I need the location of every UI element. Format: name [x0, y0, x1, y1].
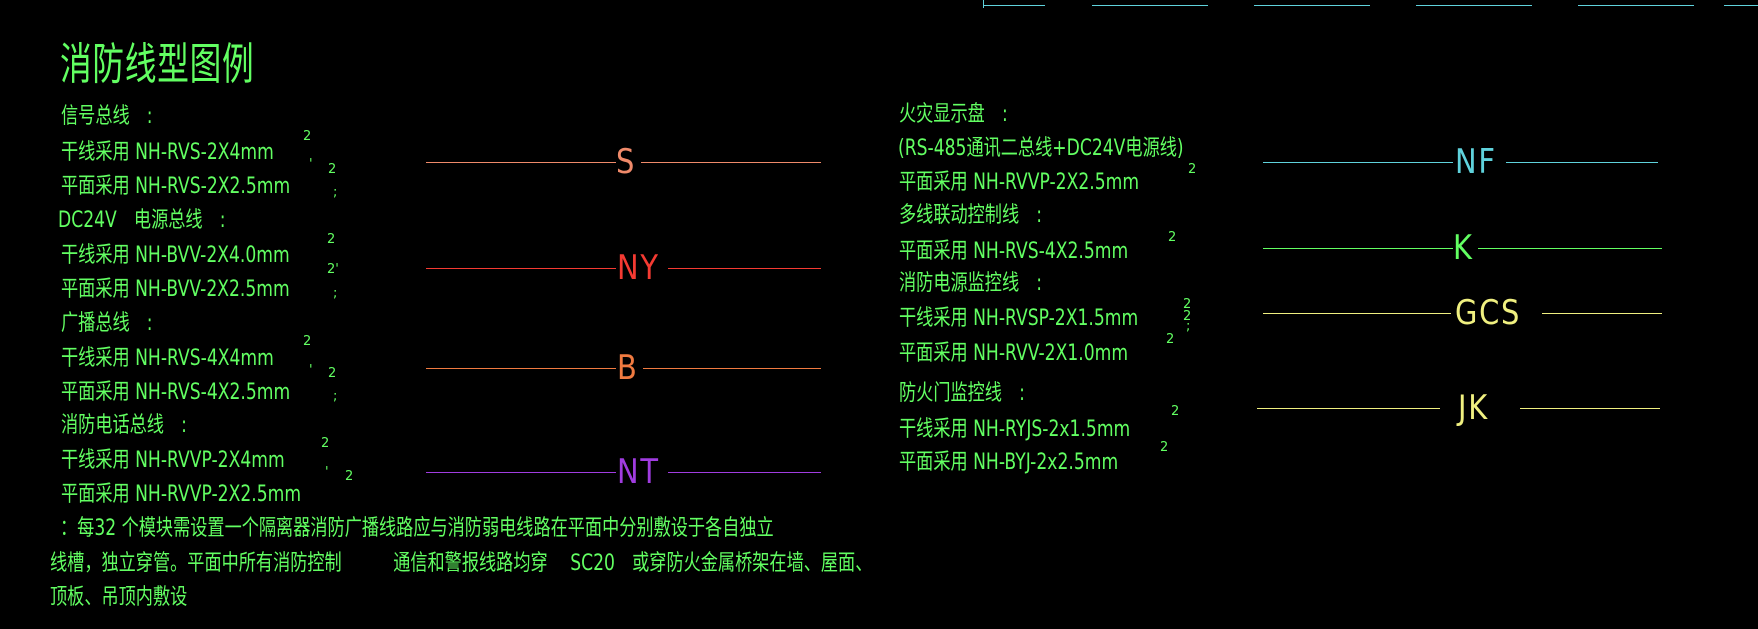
group-header: 消防电源监控线 : [899, 271, 1043, 296]
legend-line-b-right [643, 368, 821, 369]
group-header: 火灾显示盘 : [899, 102, 1008, 127]
legend-line-ny-left [426, 268, 616, 269]
group-line: 干线采用 NH-RVS-2X4mm [61, 140, 274, 165]
group-header: 多线联动控制线 : [899, 203, 1043, 228]
legend-line-nt-right [668, 472, 821, 473]
group-line: 干线采用 NH-RVSP-2X1.5mm [899, 306, 1139, 331]
group-header: 广播总线 : [61, 311, 153, 336]
legend-line-nf-right [1506, 162, 1658, 163]
semicolon: ; [1186, 319, 1191, 334]
group-header: DC24V 电源总线 : [58, 208, 226, 233]
superscript: 2 [327, 232, 336, 247]
legend-label-ny: NY [617, 248, 660, 288]
superscript: 2 [1183, 309, 1192, 324]
legend-line-nf-left [1263, 162, 1453, 163]
legend-label-jk: JK [1458, 388, 1489, 428]
superscript: 2 [1166, 332, 1175, 347]
superscript: 2 [328, 366, 337, 381]
superscript: 2 [1160, 440, 1169, 455]
group-line: 平面采用 NH-RVS-4X2.5mm [61, 380, 291, 405]
superscript: ' [309, 363, 313, 378]
superscript: 2 [345, 469, 354, 484]
group-line: 干线采用 NH-RVS-4X4mm [61, 346, 274, 371]
semicolon: ; [333, 286, 338, 301]
superscript: 2 [1171, 404, 1180, 419]
legend-line-s-right [641, 162, 821, 163]
legend-line-nt-left [426, 472, 616, 473]
legend-line-k-left [1263, 248, 1453, 249]
legend-line-k-right [1478, 248, 1662, 249]
superscript: 2 [321, 436, 330, 451]
legend-label-k: K [1453, 228, 1474, 268]
superscript: 2 [303, 334, 312, 349]
group-line: 干线采用 NH-RVVP-2X4mm [61, 448, 285, 473]
legend-line-s-left [426, 162, 616, 163]
top-mark-tick [983, 0, 984, 8]
group-line: 平面采用 NH-RVS-2X2.5mm [61, 174, 291, 199]
group-line: 干线采用 NH-BVV-2X4.0mm [61, 243, 290, 268]
top-mark-4 [1416, 5, 1532, 6]
group-line: 平面采用 NH-BYJ-2x2.5mm [899, 450, 1119, 475]
legend-label-b: B [617, 348, 639, 388]
legend-label-s: S [616, 142, 637, 182]
superscript: ' [309, 157, 313, 172]
group-header: 防火门监控线 : [899, 381, 1025, 406]
top-mark-2 [1092, 5, 1208, 6]
semicolon: ; [333, 185, 338, 200]
superscript: 2 [1188, 162, 1197, 177]
legend-line-b-left [426, 368, 616, 369]
superscript: 2 [328, 162, 337, 177]
superscript: 2' [327, 262, 339, 277]
group-line: 平面采用 NH-RVVP-2X2.5mm [899, 170, 1140, 195]
semicolon: ; [333, 389, 338, 404]
group-line: 平面采用 NH-RVV-2X1.0mm [899, 341, 1129, 366]
group-header: 信号总线 : [61, 104, 153, 129]
legend-label-nt: NT [617, 452, 660, 492]
legend-line-gcs-right [1542, 313, 1662, 314]
legend-line-jk-right [1520, 408, 1660, 409]
superscript: 2 [1183, 297, 1192, 312]
top-mark-5 [1578, 5, 1694, 6]
group-line: 平面采用 NH-BVV-2X2.5mm [61, 277, 290, 302]
group-line: 平面采用 NH-RVVP-2X2.5mm [61, 482, 302, 507]
legend-line-ny-right [668, 268, 821, 269]
group-line: (RS-485通讯二总线+DC24V电源线) [898, 136, 1184, 161]
page-title: 消防线型图例 [60, 39, 255, 90]
group-header: 消防电话总线 : [61, 413, 187, 438]
superscript: 2 [303, 129, 312, 144]
superscript: 2 [1168, 230, 1177, 245]
note-line: 线槽，独立穿管。平面中所有消防控制 通信和警报线路均穿 SC20 或穿防火金属桥… [50, 551, 873, 576]
legend-line-gcs-left [1263, 313, 1451, 314]
legend-label-gcs: GCS [1455, 293, 1522, 333]
superscript: ' [325, 465, 329, 480]
legend-line-jk-left [1257, 408, 1440, 409]
top-mark-6 [1724, 5, 1758, 6]
top-mark-1 [983, 5, 1045, 6]
note-line: 顶板、吊顶内敷设 [50, 585, 188, 610]
note-line: ：每32 个模块需设置一个隔离器消防广播线路应与消防弱电线路在平面中分别敷设于各… [60, 516, 774, 541]
legend-label-nf: NF [1455, 142, 1497, 182]
group-line: 干线采用 NH-RYJS-2x1.5mm [899, 417, 1131, 442]
group-line: 平面采用 NH-RVS-4X2.5mm [899, 239, 1129, 264]
top-mark-3 [1254, 5, 1370, 6]
